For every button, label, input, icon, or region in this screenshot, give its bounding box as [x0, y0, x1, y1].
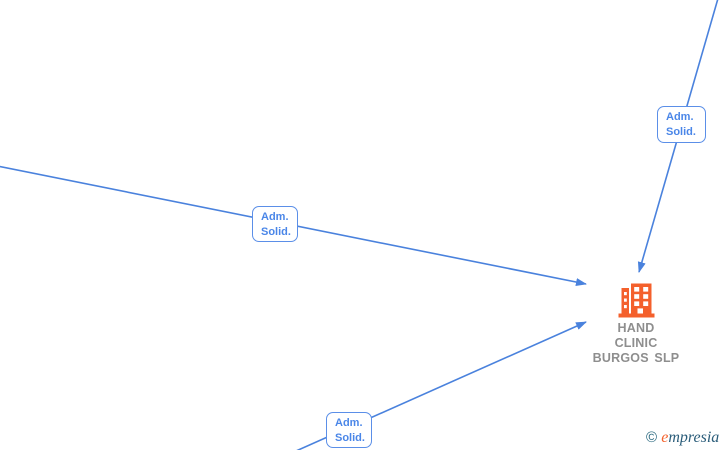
- empresia-watermark: © empresia: [646, 428, 719, 447]
- copyright-icon: ©: [646, 429, 658, 446]
- company-name: HAND CLINIC BURGOS SLP: [592, 321, 680, 365]
- edge-label-adm-solid-middle[interactable]: Adm. Solid.: [252, 206, 298, 242]
- company-node[interactable]: HAND CLINIC BURGOS SLP: [580, 281, 692, 366]
- edge-label-adm-solid-bottom[interactable]: Adm. Solid.: [326, 412, 372, 448]
- brand-logo-text: empresia: [661, 429, 720, 446]
- edge-label-adm-solid-top[interactable]: Adm. Solid.: [657, 106, 706, 143]
- building-icon: [618, 283, 654, 318]
